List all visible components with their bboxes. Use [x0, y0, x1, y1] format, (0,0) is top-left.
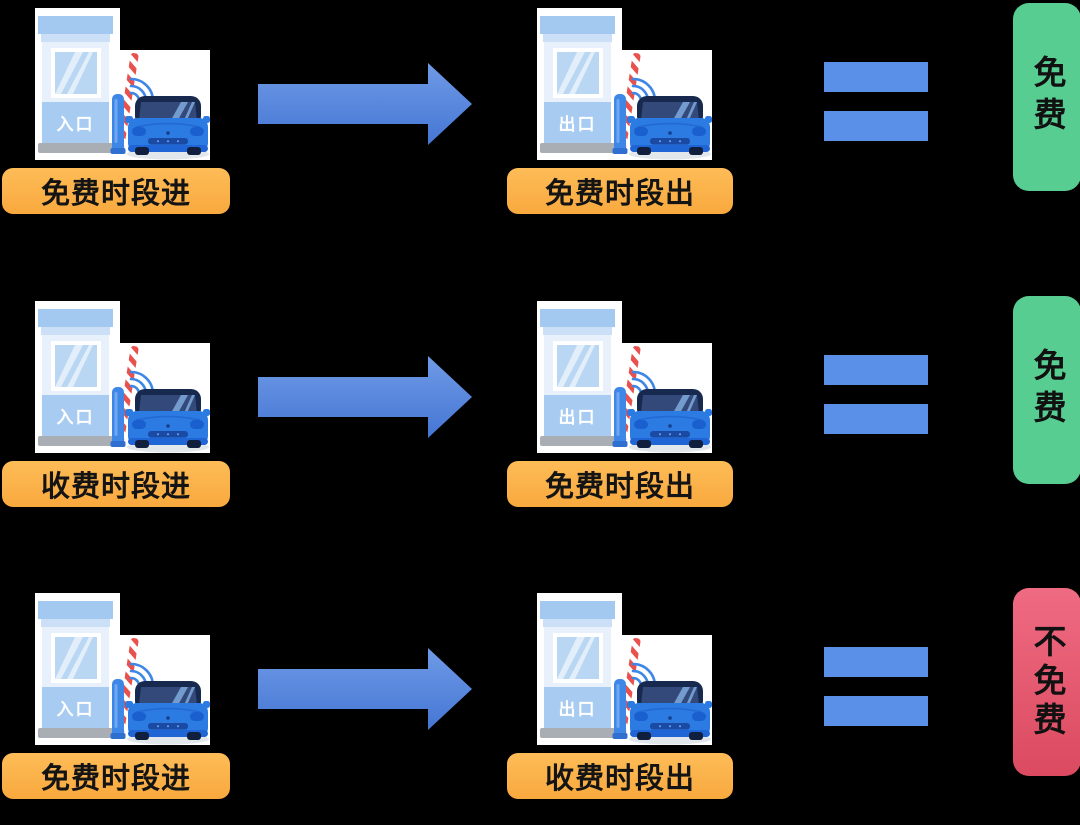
toll-booth-icon: 入口 [35, 6, 210, 162]
equals-bar [824, 62, 928, 92]
equals-icon [824, 62, 928, 141]
toll-booth-icon: 出口 [537, 299, 712, 455]
equals-bar [824, 696, 928, 726]
arrow-right-icon [258, 648, 472, 730]
entry-sign-label: 入口 [57, 115, 95, 134]
toll-booth-icon: 入口 [35, 591, 210, 747]
equals-bar [824, 404, 928, 434]
equals-icon [824, 355, 928, 434]
flow-row-2: 入口 收费时段进 出口 免费时段出 免费 [0, 293, 1080, 533]
equals-bar [824, 647, 928, 677]
exit-sign-label: 出口 [559, 699, 597, 719]
entry-sign-label: 入口 [57, 700, 95, 719]
entry-booth-illustration: 入口 [35, 6, 210, 166]
exit-booth-illustration: 出口 [537, 591, 712, 751]
toll-booth-icon: 入口 [35, 299, 210, 455]
toll-booth-icon: 出口 [537, 6, 712, 162]
equals-bar [824, 111, 928, 141]
entry-sign-label: 入口 [57, 408, 95, 427]
entry-time-badge: 免费时段进 [2, 168, 230, 214]
exit-time-badge: 收费时段出 [507, 753, 733, 799]
result-badge: 免费 [1013, 3, 1080, 191]
result-badge: 不免费 [1013, 588, 1080, 776]
exit-time-badge: 免费时段出 [507, 461, 733, 507]
entry-time-badge: 免费时段进 [2, 753, 230, 799]
entry-booth-illustration: 入口 [35, 299, 210, 459]
exit-booth-illustration: 出口 [537, 299, 712, 459]
arrow-right-icon [258, 63, 472, 145]
flow-row-3: 入口 免费时段进 出口 收费时段出 不免费 [0, 585, 1080, 825]
toll-booth-icon: 出口 [537, 591, 712, 747]
flow-row-1: 入口 免费时段进 出口 免费时段出 免费 [0, 0, 1080, 240]
entry-booth-illustration: 入口 [35, 591, 210, 751]
exit-booth-illustration: 出口 [537, 6, 712, 166]
equals-icon [824, 647, 928, 726]
exit-time-badge: 免费时段出 [507, 168, 733, 214]
exit-sign-label: 出口 [559, 114, 597, 134]
exit-sign-label: 出口 [559, 407, 597, 427]
entry-time-badge: 收费时段进 [2, 461, 230, 507]
equals-bar [824, 355, 928, 385]
arrow-right-icon [258, 356, 472, 438]
result-badge: 免费 [1013, 296, 1080, 484]
